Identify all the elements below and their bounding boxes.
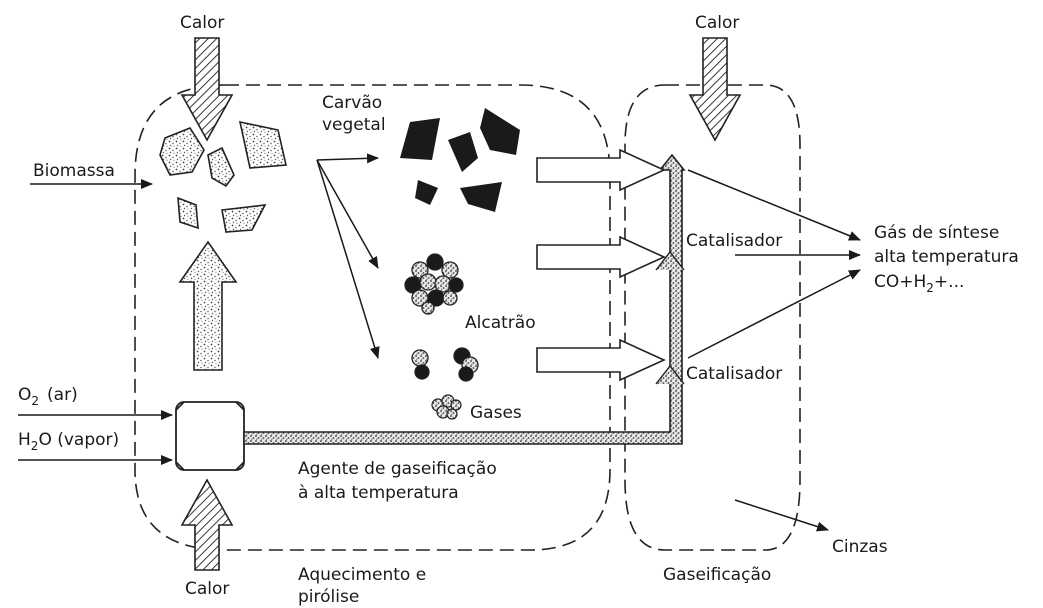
agent-label-line2: à alta temperatura bbox=[298, 483, 459, 503]
gasification-region bbox=[624, 84, 801, 551]
catalyst-label-bottom: Catalisador bbox=[686, 364, 782, 384]
biomass-fragments-icon bbox=[159, 120, 287, 233]
syngas-label-line2: alta temperatura bbox=[874, 247, 1019, 267]
heat-arrow-bottom-icon bbox=[180, 478, 234, 571]
syngas-label-line1: Gás de síntese bbox=[874, 223, 999, 243]
gas-flow-arrow-icon bbox=[536, 338, 666, 382]
gas-molecules-icon bbox=[411, 347, 479, 382]
stage-label-gasification: Gaseificação bbox=[663, 565, 771, 585]
charcoal-pieces-icon bbox=[400, 108, 520, 212]
agent-label-line1: Agente de gaseificação bbox=[298, 459, 497, 479]
tar-label: Alcatrão bbox=[465, 313, 536, 333]
catalyst-label-top: Catalisador bbox=[686, 231, 782, 251]
heat-arrow-top-left-icon bbox=[180, 37, 234, 142]
heat-label-bottom: Calor bbox=[185, 579, 229, 599]
tar-flow-arrow-icon bbox=[536, 235, 666, 279]
stage-label-pyrolysis-line2: pirólise bbox=[298, 587, 359, 607]
water-label: H2O (vapor) bbox=[18, 430, 119, 453]
tar-cluster-icon bbox=[404, 253, 464, 315]
heat-arrow-top-right-icon bbox=[688, 37, 742, 142]
charcoal-label-line2: vegetal bbox=[322, 115, 386, 135]
pyrolysis-region bbox=[134, 84, 611, 551]
ashes-label: Cinzas bbox=[832, 537, 888, 557]
biomass-label: Biomassa bbox=[33, 161, 115, 181]
heat-label-top-left: Calor bbox=[180, 13, 224, 33]
mixing-box bbox=[175, 401, 245, 471]
gasifying-agent-conduit bbox=[243, 153, 686, 445]
syngas-label-line3: CO+H2+... bbox=[874, 272, 964, 295]
flow-lines bbox=[18, 153, 861, 532]
heat-label-top-right: Calor bbox=[695, 13, 739, 33]
charcoal-label-line1: Carvão bbox=[322, 93, 382, 113]
charcoal-flow-arrow-icon bbox=[536, 148, 666, 192]
stage-label-pyrolysis-line1: Aquecimento e bbox=[298, 565, 426, 585]
gases-icon bbox=[431, 394, 462, 420]
oxygen-label: O2(ar) bbox=[18, 385, 78, 408]
gases-label: Gases bbox=[470, 403, 522, 423]
rising-biomass-arrow-icon bbox=[178, 240, 238, 371]
